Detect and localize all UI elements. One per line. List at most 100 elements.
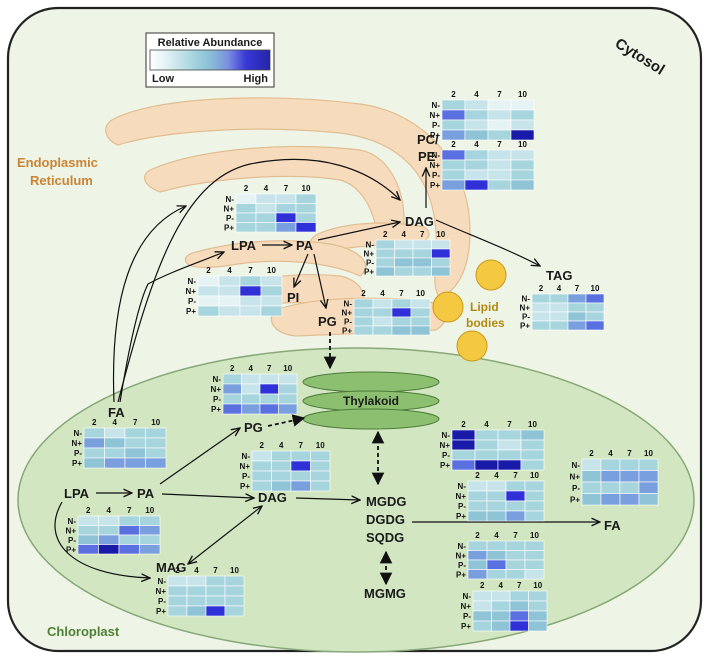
heatmap-cell: [224, 605, 245, 617]
heatmap-cell: [77, 515, 99, 526]
heatmap-cell: [510, 99, 535, 111]
heatmap-cell: [260, 295, 283, 307]
heatmap-col-label: 2: [589, 449, 594, 458]
heatmap-cell: [549, 293, 569, 304]
heatmap-col-label: 2: [206, 266, 211, 275]
heatmap-cell: [118, 525, 140, 536]
heatmap-col-label: 7: [513, 471, 518, 480]
heatmap-cell: [255, 193, 277, 204]
heatmap-cell: [524, 490, 545, 502]
heatmap-col-label: 7: [497, 140, 502, 149]
heatmap-cell: [375, 248, 395, 259]
heatmap-cell: [486, 500, 507, 512]
heatmap-cell: [218, 285, 241, 297]
heatmap-row-label: N-: [158, 577, 167, 586]
heatmap-cell: [278, 383, 298, 395]
heatmap-cell: [524, 500, 545, 512]
heatmap-cell: [524, 569, 545, 580]
legend: Relative Abundance Low High: [145, 32, 275, 88]
heatmap-cell: [375, 239, 395, 250]
heatmap-cell: [464, 169, 489, 181]
heatmap-cell: [505, 510, 526, 522]
heatmap-cell: [531, 320, 551, 331]
heatmap-row-label: N-: [74, 429, 83, 438]
heatmap-col-label: 2: [475, 531, 480, 540]
metabolite-tag: TAG: [546, 268, 572, 283]
heatmap-row-label: N+: [430, 111, 441, 120]
heatmap-col-label: 4: [608, 449, 613, 458]
heatmap-col-label: 7: [507, 420, 512, 429]
heatmap-cell: [528, 620, 548, 632]
heatmap-cell: [520, 449, 545, 461]
heatmap-cell: [505, 569, 526, 580]
heatmap-cell: [104, 457, 126, 469]
heatmap-col-label: 10: [230, 566, 239, 575]
heatmap-cell: [239, 305, 262, 317]
heatmap-cell: [451, 439, 476, 451]
heatmap-cell: [218, 305, 241, 317]
lipid-bodies: [432, 259, 507, 362]
heatmap-col-label: 10: [145, 506, 154, 515]
heatmap-row-label: N+: [440, 441, 451, 450]
heatmap-cell: [295, 193, 317, 204]
heatmap-cell: [124, 437, 146, 449]
heatmap-row-label: N+: [224, 204, 235, 213]
heatmap-cell: [486, 569, 507, 580]
heatmap-cell: [271, 450, 292, 462]
heatmap-cell: [295, 203, 317, 214]
heatmap-cell: [531, 302, 551, 313]
heatmap-cell: [255, 203, 277, 214]
metabolite-dgdg: DGDG: [366, 512, 405, 527]
heatmap-cell: [441, 99, 466, 111]
heatmap-col-label: 4: [249, 364, 254, 373]
arrow-lpa-to-mag: [54, 501, 150, 578]
heatmap-cell: [410, 316, 431, 327]
heatmap-col-label: 10: [528, 420, 537, 429]
heatmap-cell: [491, 620, 511, 632]
heatmap-cell: [205, 585, 226, 597]
heatmap-cell: [487, 169, 512, 181]
heatmap-cell: [197, 295, 220, 307]
heatmap-cell: [600, 481, 621, 494]
heatmap-col-label: 2: [451, 90, 456, 99]
heatmap-cell: [310, 480, 331, 492]
heatmap-cell: [474, 439, 499, 451]
heatmap-cell: [467, 569, 488, 580]
heatmap-cell: [224, 575, 245, 587]
arrow-dag-mag-bidirectional: [188, 506, 262, 564]
heatmap-col-label: 10: [436, 230, 445, 239]
heatmap-col-label: 4: [494, 531, 499, 540]
heatmap-col-label: 4: [380, 289, 385, 298]
metabolite-fa-output: FA: [604, 518, 621, 533]
heatmap-col-label: 10: [416, 289, 425, 298]
heatmap-row-label: P-: [242, 472, 250, 481]
heatmap-cell: [104, 427, 126, 439]
heatmap-cell: [491, 600, 511, 612]
heatmap-col-label: 10: [302, 184, 311, 193]
metabolite-pcpe-line1: PC/: [417, 132, 439, 147]
heatmap-cell: [505, 490, 526, 502]
heatmap-cell: [372, 307, 393, 318]
heatmap-cell: [104, 447, 126, 459]
heatmap-cell: [474, 459, 499, 471]
arrow-dag-to-tag: [435, 219, 540, 266]
heatmap-cell: [278, 403, 298, 415]
heatmap-cell: [474, 429, 499, 441]
heatmap-cell: [491, 610, 511, 622]
heatmap-cell: [98, 515, 120, 526]
metabolite-mag-chloroplast: MAG: [156, 560, 186, 575]
heatmap-cell: [124, 427, 146, 439]
heatmap-col-label: 2: [244, 184, 249, 193]
heatmap-col-label: 2: [260, 441, 265, 450]
heatmap-cell: [441, 129, 466, 141]
heatmap-cell: [145, 457, 167, 469]
heatmap-cell: [353, 307, 374, 318]
heatmap-row-label: N-: [242, 452, 251, 461]
heatmap-col-label: 2: [383, 230, 388, 239]
heatmap-cell: [505, 550, 526, 561]
heatmap-row-label: P-: [226, 214, 234, 223]
heatmap-row-label: N-: [213, 375, 222, 384]
